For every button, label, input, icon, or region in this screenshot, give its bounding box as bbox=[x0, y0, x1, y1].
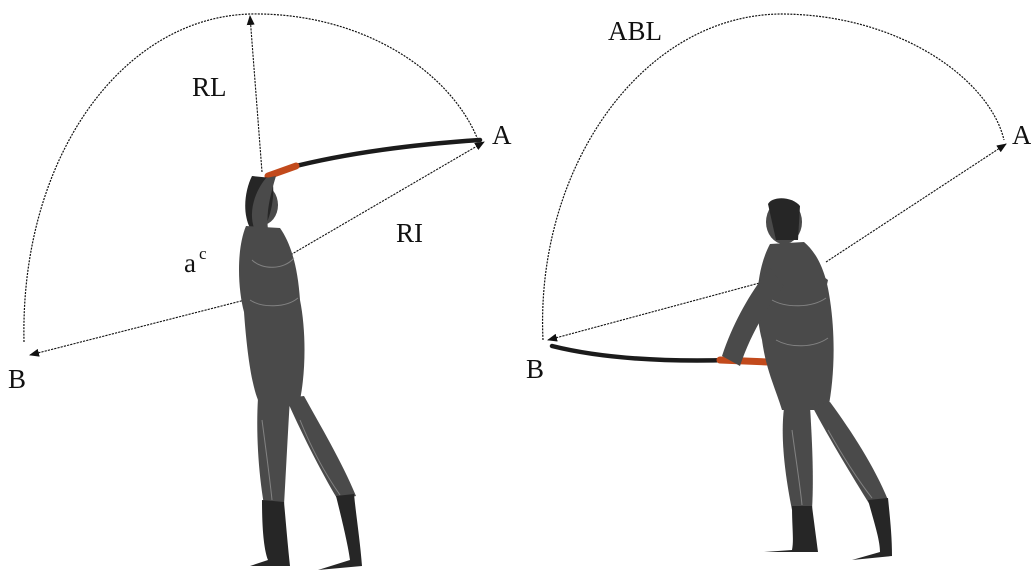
right-figure bbox=[722, 198, 892, 560]
left-label-ri: RI bbox=[396, 218, 423, 248]
left-label-rl: RL bbox=[192, 72, 227, 102]
left-radius-inclined bbox=[268, 142, 484, 268]
left-label-angle-sup: c bbox=[199, 244, 207, 263]
left-sword-blade bbox=[288, 140, 480, 168]
left-radius-to-b bbox=[30, 300, 245, 355]
right-label-b: B bbox=[526, 354, 544, 384]
left-figure bbox=[239, 176, 362, 570]
left-label-b: B bbox=[8, 364, 26, 394]
left-panel: RL A RI a c B bbox=[8, 14, 512, 570]
left-label-angle: a bbox=[184, 248, 196, 278]
right-panel: ABL A B bbox=[526, 14, 1031, 560]
left-sword-hilt bbox=[268, 166, 296, 176]
right-label-abl: ABL bbox=[608, 16, 662, 46]
left-radius-vertical bbox=[250, 16, 262, 172]
left-label-a: A bbox=[492, 120, 512, 150]
right-sword-hilt bbox=[720, 360, 768, 362]
right-radius-to-a bbox=[826, 144, 1006, 262]
right-label-a: A bbox=[1012, 120, 1031, 150]
right-sword-blade bbox=[552, 346, 730, 360]
